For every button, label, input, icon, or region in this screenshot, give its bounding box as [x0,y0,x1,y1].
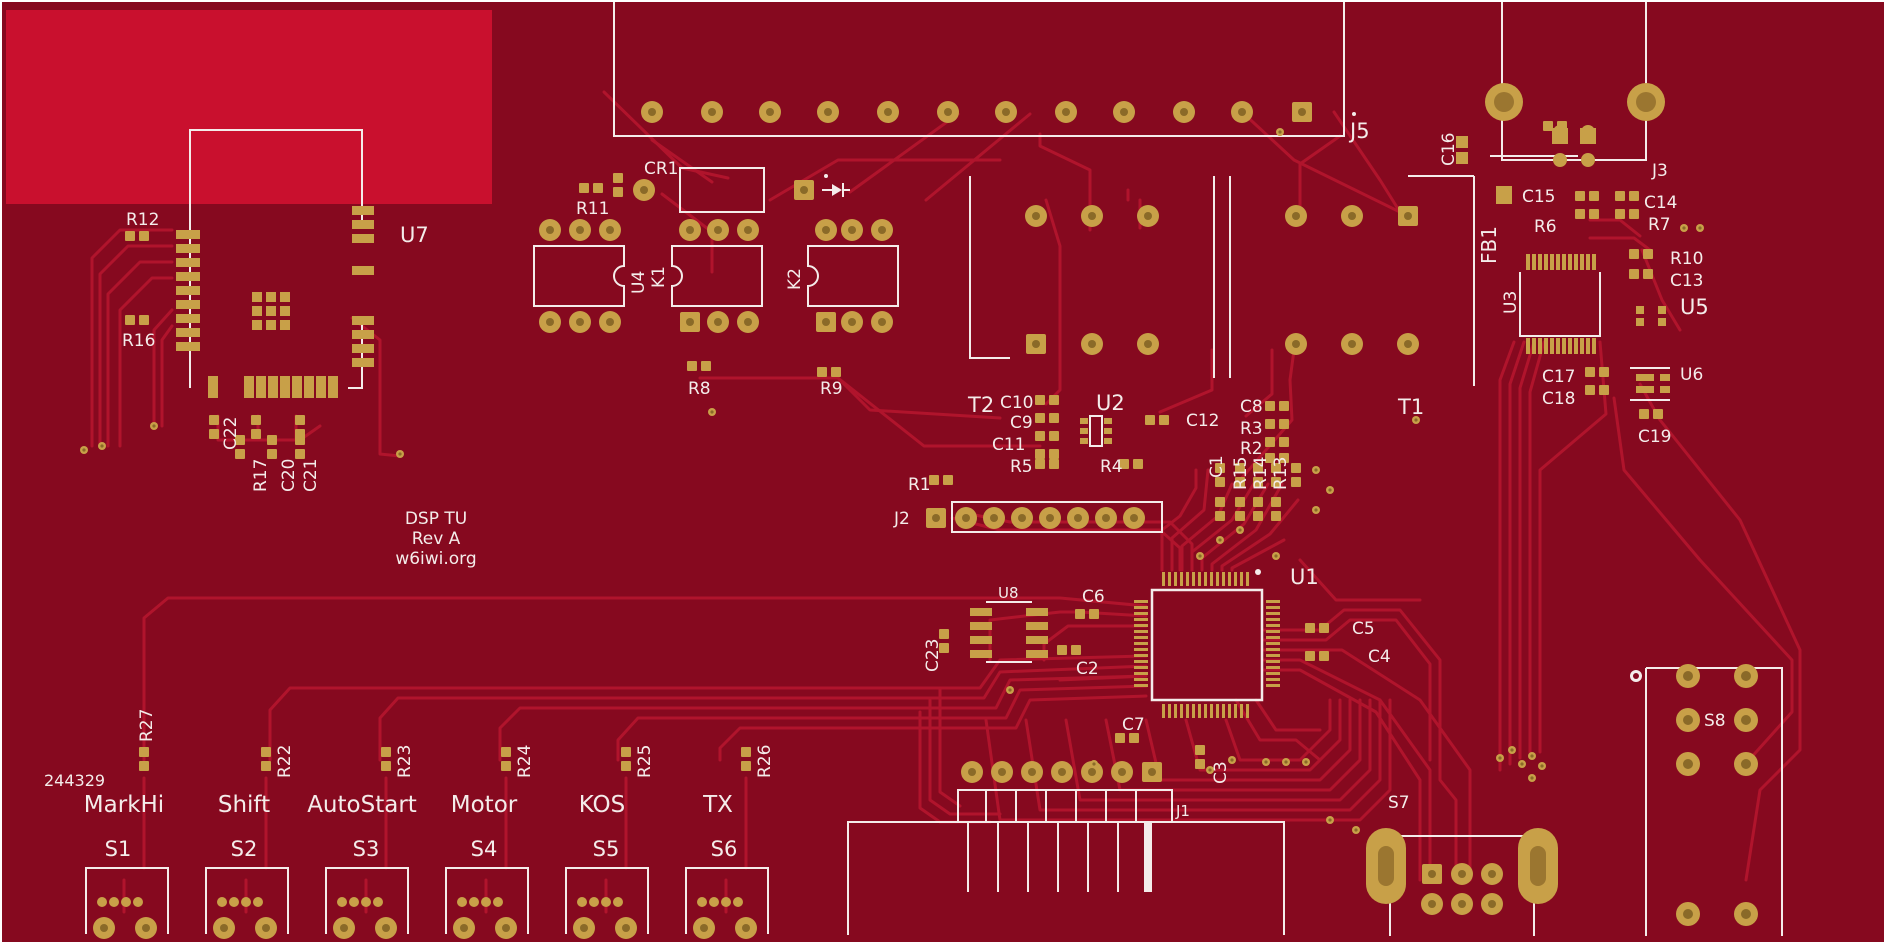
switch-ref-s4: S4 [471,837,498,861]
label-j3: J3 [1651,161,1668,181]
label-r3: R3 [1240,419,1263,439]
label-r15: R15 [1231,457,1251,490]
label-r4: R4 [1100,457,1123,477]
label-c6: C6 [1082,587,1105,607]
label-r14: R14 [1251,457,1271,490]
label-j5: J5 [1348,119,1370,143]
label-c23: C23 [923,638,943,672]
label-c13: C13 [1670,271,1704,291]
label-u6: U6 [1680,365,1703,385]
switch-ref-s3: S3 [353,837,380,861]
label-c11: C11 [992,435,1026,455]
switch-ref-s1: S1 [105,837,132,861]
diode-symbol-icon [822,174,850,197]
label-r9: R9 [820,379,843,399]
label-c2: C2 [1076,659,1099,679]
label-c19: C19 [1638,427,1672,447]
j5-pin1-dot [1352,112,1356,116]
label-t1: T1 [1397,395,1424,419]
label-u4: U4 [629,271,649,294]
label-k1: K1 [649,266,669,288]
switch-function-s3: AutoStart [307,792,417,818]
label-j2: J2 [893,509,910,529]
switch-ref-s5: S5 [593,837,620,861]
label-u8: U8 [998,584,1019,602]
label-u1: U1 [1290,565,1319,589]
board-title: DSP TU [405,509,467,529]
label-r27: R27 [137,709,157,742]
label-c10: C10 [1000,393,1034,413]
label-r12: R12 [126,210,159,230]
label-c17: C17 [1542,367,1576,387]
label-k2: K2 [785,268,805,290]
label-s7: S7 [1388,793,1410,813]
label-r25: R25 [635,745,655,778]
label-c1: C1 [1207,455,1227,478]
label-c22: C22 [221,416,241,450]
label-r22: R22 [275,745,295,778]
label-u5: U5 [1680,295,1709,319]
label-r10: R10 [1670,249,1703,269]
label-r7: R7 [1648,215,1671,235]
label-c5: C5 [1352,619,1375,639]
switch-function-s4: Motor [451,792,518,818]
switch-function-s2: Shift [218,792,270,818]
label-c20: C20 [279,458,299,492]
label-c8: C8 [1240,397,1263,417]
switch-ref-s2: S2 [231,837,258,861]
label-c16: C16 [1439,132,1459,166]
switch-function-s6: TX [702,792,733,818]
label-j1: J1 [1175,802,1190,820]
label-u7: U7 [400,223,429,247]
label-r26: R26 [755,745,775,778]
label-r16: R16 [122,331,155,351]
label-c18: C18 [1542,389,1576,409]
u1-pin1-dot [1255,569,1261,575]
label-c4: C4 [1368,647,1391,667]
label-r5: R5 [1010,457,1033,477]
board-serial: 244329 [44,771,105,790]
pads [80,83,1758,939]
label-c21: C21 [301,458,321,492]
label-r24: R24 [515,745,535,778]
label-r1: R1 [908,475,931,495]
label-u3: U3 [1501,291,1521,314]
label-fb1: FB1 [1477,226,1501,264]
switch-ref-s6: S6 [711,837,738,861]
copper-zone [6,10,492,204]
label-c3: C3 [1211,761,1231,784]
label-t2: T2 [967,393,994,417]
switch-function-s1: MarkHi [84,792,164,818]
label-c14: C14 [1644,193,1678,213]
label-r23: R23 [395,745,415,778]
board-website: w6iwi.org [395,549,476,569]
label-r8: R8 [688,379,711,399]
label-r17: R17 [251,459,271,492]
label-r11: R11 [576,199,609,219]
label-cr1: CR1 [644,159,679,179]
label-c7: C7 [1122,715,1145,735]
label-c15: C15 [1522,187,1556,207]
label-r6: R6 [1534,217,1557,237]
board-revision: Rev A [412,529,461,549]
label-c12: C12 [1186,411,1220,431]
switch-function-s5: KOS [579,792,626,818]
label-r2: R2 [1240,439,1263,459]
silkscreen-outlines [85,2,1783,936]
label-s8: S8 [1704,711,1726,731]
label-r13: R13 [1271,457,1291,490]
label-u2: U2 [1096,391,1125,415]
label-c9: C9 [1010,413,1033,433]
